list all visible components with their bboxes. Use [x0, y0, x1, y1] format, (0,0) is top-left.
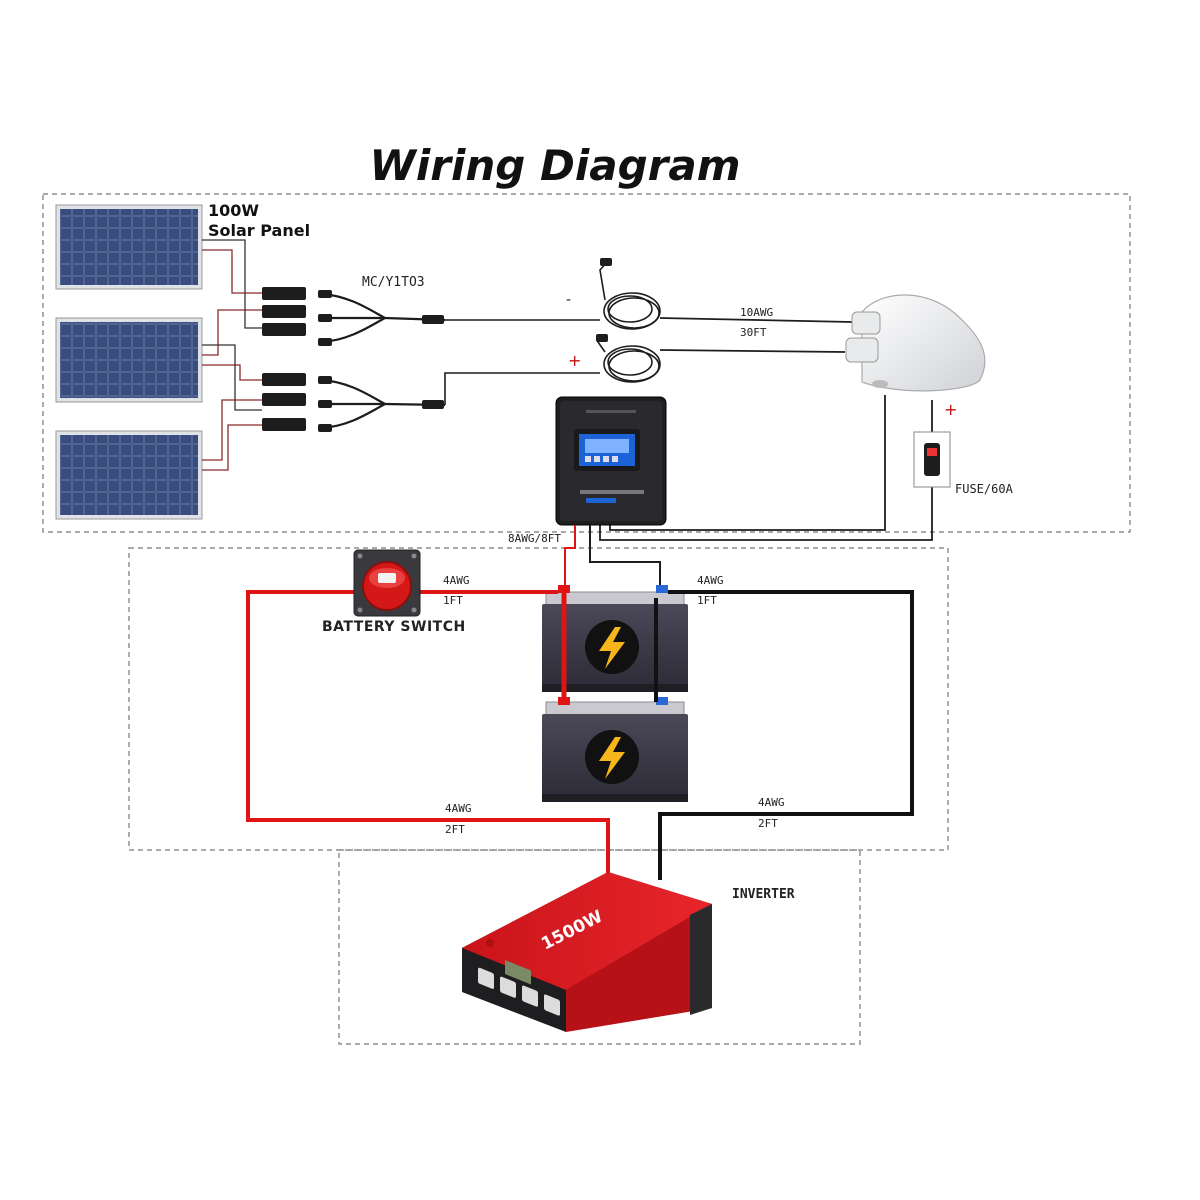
- roof-entry-gland: [845, 294, 986, 392]
- negative-main-wire: [658, 590, 914, 880]
- battery-switch: [353, 549, 421, 617]
- pv-wires: [444, 319, 600, 405]
- solar-panel-wattage: 100W: [208, 201, 259, 220]
- positive-main-wire: [246, 590, 610, 880]
- neg-link-length: 1FT: [697, 594, 717, 607]
- pv-cable-run: [659, 317, 853, 353]
- pv-cable-coils: [596, 261, 661, 383]
- solar-panel-name: Solar Panel: [208, 221, 310, 240]
- solar-panel-1: [55, 204, 203, 290]
- branch-connector-label: MC/Y1TO3: [362, 275, 425, 290]
- inverter-neg-length: 2FT: [758, 817, 778, 830]
- controller-cable-label: 8AWG/8FT: [508, 532, 561, 545]
- positive-sign: +: [568, 351, 581, 370]
- charge-controller: [555, 396, 667, 526]
- solar-zone-frame: [42, 193, 1131, 533]
- battery-switch-label: BATTERY SWITCH: [322, 619, 466, 635]
- pv-cable-gauge: 10AWG: [740, 306, 773, 319]
- switch-cable-length: 1FT: [443, 594, 463, 607]
- inverter-pos-length: 2FT: [445, 823, 465, 836]
- inverter-label: INVERTER: [732, 887, 795, 902]
- controller-to-battery-wires: [589, 525, 661, 598]
- fuse-label: FUSE/60A: [955, 482, 1014, 496]
- neg-link-gauge: 4AWG: [697, 574, 724, 587]
- diagram-title: Wiring Diagram: [370, 141, 741, 190]
- mc4-connectors: [262, 287, 306, 431]
- battery-1: [542, 591, 688, 692]
- inline-fuse: [913, 431, 951, 488]
- ac-outlets: [478, 967, 560, 1016]
- solar-panel-2: [55, 317, 203, 403]
- fuse-positive-sign: +: [944, 400, 957, 419]
- solar-panel-3: [55, 430, 203, 520]
- inverter-zone-frame: [338, 849, 861, 1045]
- negative-sign: -: [566, 292, 571, 308]
- inverter-neg-gauge: 4AWG: [758, 796, 785, 809]
- battery-2: [542, 701, 688, 802]
- panel-lead-wires: [202, 249, 262, 471]
- switch-cable-gauge: 4AWG: [443, 574, 470, 587]
- inverter-pos-gauge: 4AWG: [445, 802, 472, 815]
- pv-cable-length: 30FT: [740, 326, 767, 339]
- inverter-device: 1500W: [462, 872, 712, 1032]
